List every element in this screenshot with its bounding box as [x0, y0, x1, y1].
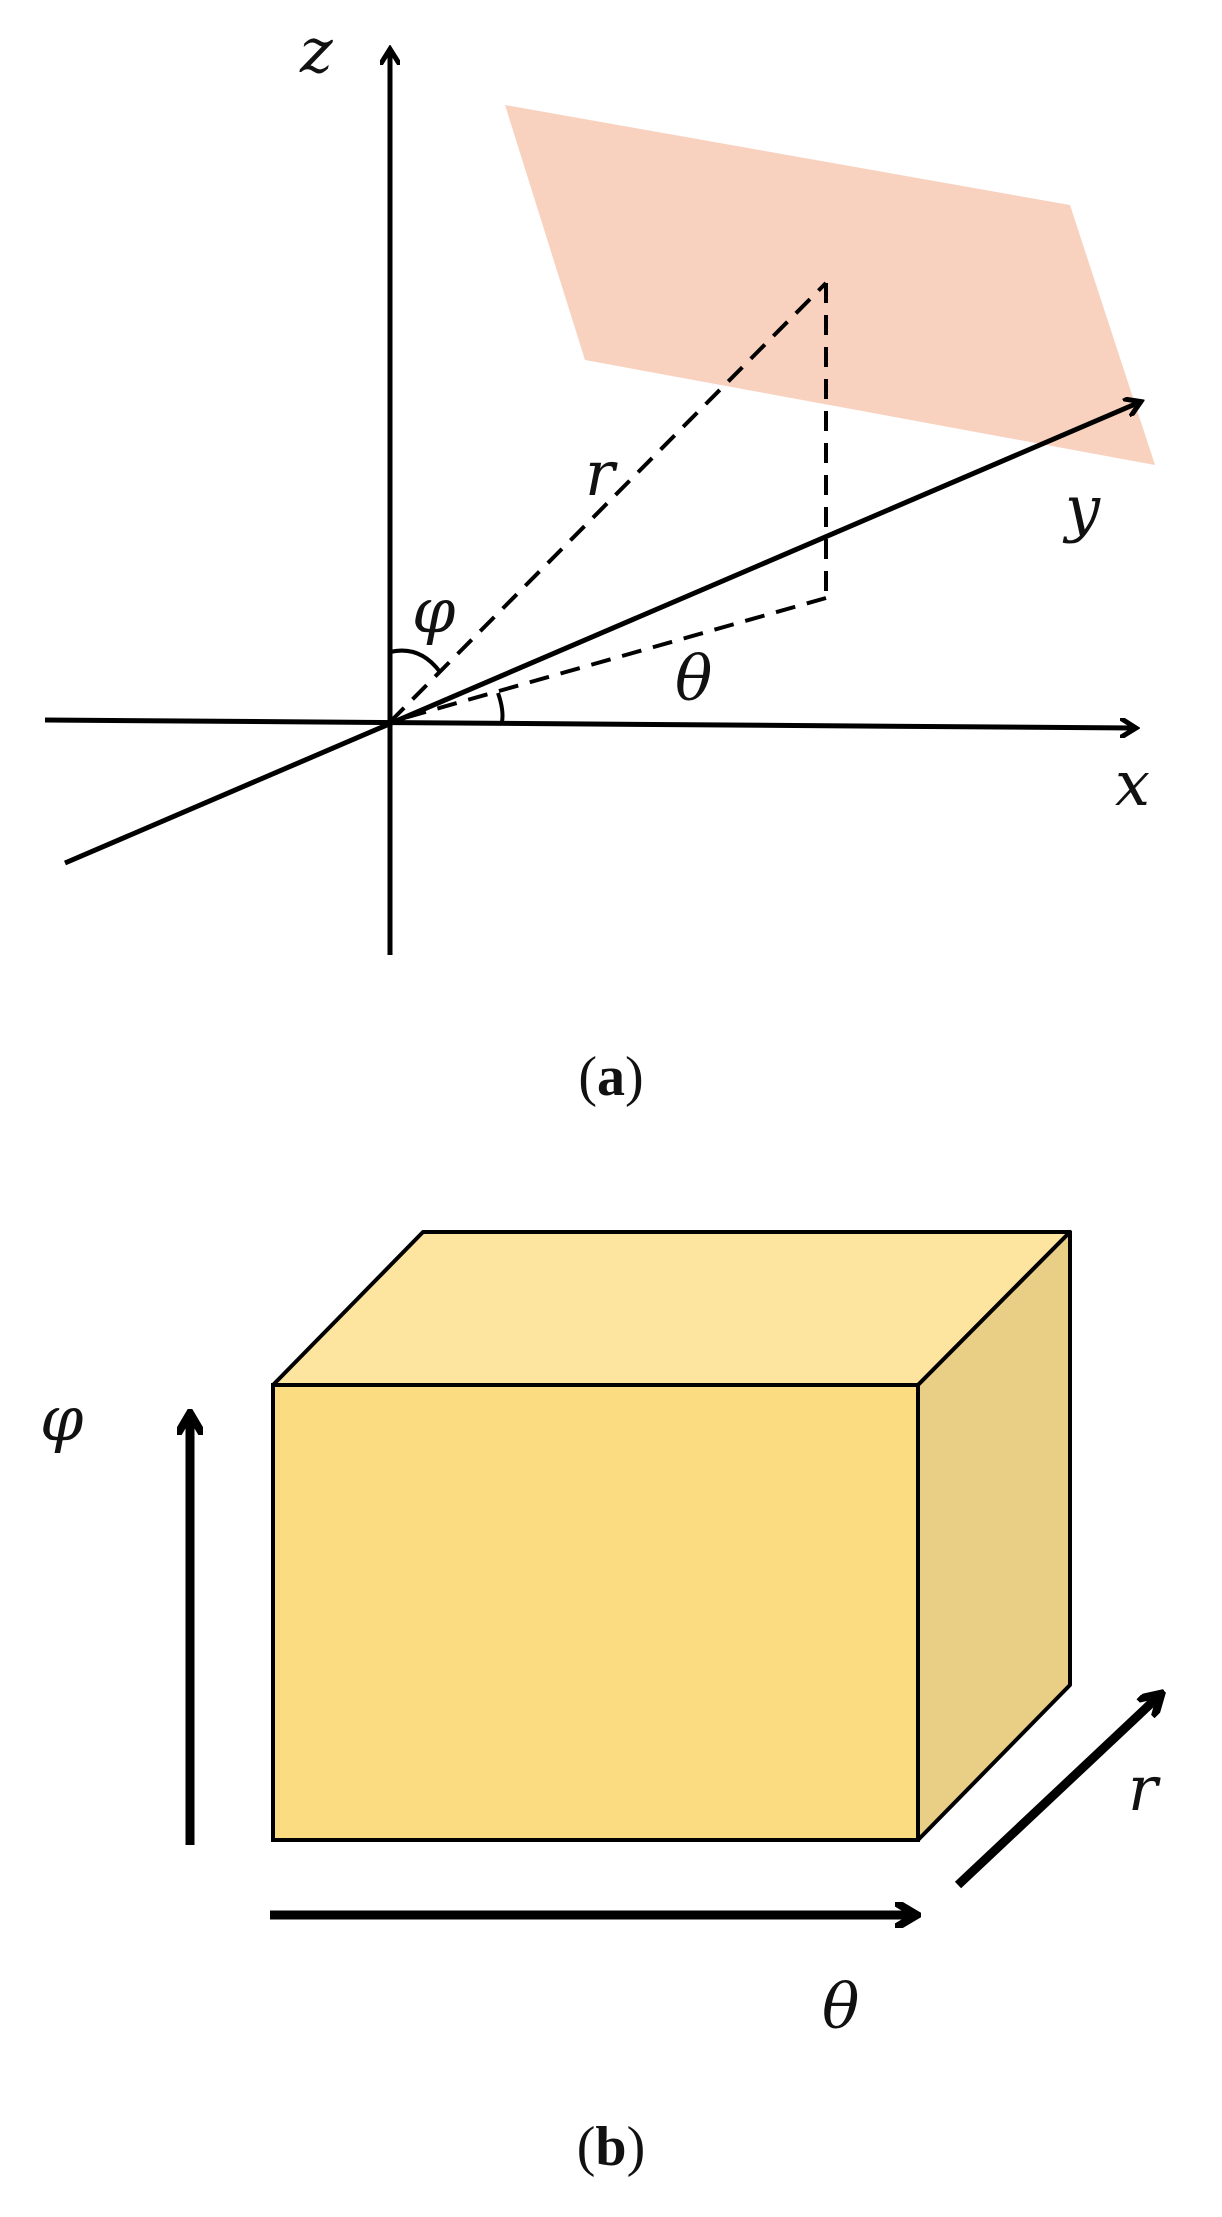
z-axis-label: z: [299, 14, 333, 87]
r-label: r: [585, 437, 618, 510]
xy-projection-dashed: [389, 596, 827, 724]
caption-a-letter: a: [597, 1046, 625, 1108]
box-front-face: [271, 1383, 920, 1842]
y-axis-label: y: [1062, 472, 1101, 545]
r-direction-label: r: [1128, 1752, 1161, 1825]
panel-b: φ θ r (b): [40, 1230, 1161, 2178]
x-axis-label: x: [1115, 747, 1150, 820]
caption-b-letter: b: [595, 2116, 626, 2178]
panel-a: z x y r φ θ (a): [44, 14, 1155, 1108]
phi-angle-arc: [389, 648, 442, 674]
x-axis: [44, 717, 1135, 728]
theta-label: θ: [675, 642, 712, 715]
caption-a-close: ): [625, 1046, 644, 1108]
plane-surface: [505, 105, 1155, 465]
r-vector-dashed: [388, 281, 828, 724]
caption-a-open: (: [578, 1046, 597, 1108]
theta-direction-label: θ: [822, 1970, 859, 2043]
y-axis: [64, 402, 1140, 866]
theta-angle-arc: [496, 692, 505, 723]
r-direction-arrow: [954, 1695, 1160, 1889]
caption-a: (a): [578, 1046, 643, 1108]
caption-b-open: (: [577, 2116, 596, 2178]
phi-label: φ: [412, 574, 456, 647]
caption-b: (b): [577, 2116, 645, 2178]
phi-direction-label: φ: [40, 1382, 84, 1455]
caption-b-close: ): [627, 2116, 646, 2178]
